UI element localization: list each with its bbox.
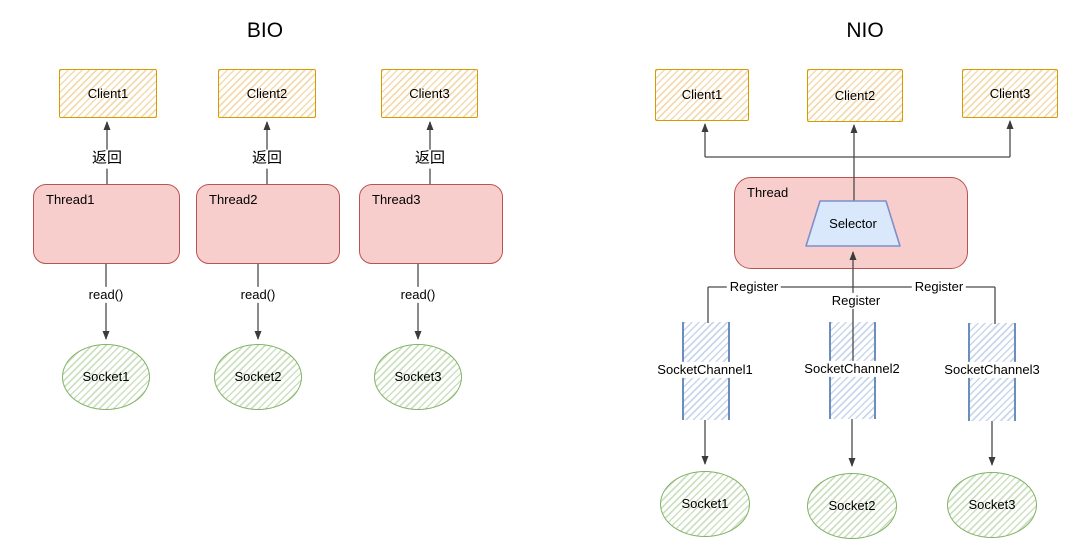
bio-thread-label-1: Thread1	[46, 192, 95, 207]
bio-thread-label-3: Thread3	[372, 192, 421, 207]
bio-client-label-2: Client2	[246, 85, 288, 101]
nio-client-label-2: Client2	[834, 87, 876, 103]
bio-read-label-3: read()	[397, 286, 439, 304]
nio-socket-label-1: Socket1	[681, 496, 729, 512]
bio-socket-ellipse-1: Socket1	[62, 344, 150, 410]
nio-socket-ellipse-3: Socket3	[947, 472, 1037, 538]
bio-return-label-3: 返回	[411, 149, 449, 169]
bio-title: BIO	[246, 19, 284, 42]
bio-socket-label-3: Socket3	[394, 369, 442, 385]
nio-socketchannel-label-3: SocketChannel3	[941, 361, 1043, 379]
nio-register-label-2: Register	[828, 292, 884, 310]
nio-socket-label-3: Socket3	[968, 497, 1016, 513]
bio-client-box-2: Client2	[218, 69, 316, 118]
bio-thread-label-2: Thread2	[209, 192, 258, 207]
bio-client-box-3: Client3	[381, 69, 478, 118]
bio-return-label-2: 返回	[248, 149, 286, 169]
nio-socket-ellipse-2: Socket2	[807, 473, 897, 539]
nio-register-label-1: Register	[726, 278, 782, 296]
bio-return-label-1: 返回	[88, 149, 126, 169]
bio-thread-box-3: Thread3	[359, 184, 503, 264]
bio-thread-box-2: Thread2	[196, 184, 340, 264]
nio-client-box-3: Client3	[962, 69, 1058, 118]
nio-client-label-3: Client3	[989, 85, 1031, 101]
nio-socketchannel-label-1: SocketChannel1	[654, 361, 756, 379]
bio-client-box-1: Client1	[59, 69, 157, 118]
nio-register-label-3: Register	[911, 278, 967, 296]
nio-socket-label-2: Socket2	[828, 498, 876, 514]
nio-socket-ellipse-1: Socket1	[660, 471, 750, 537]
bio-socket-ellipse-3: Socket3	[374, 344, 462, 410]
nio-thread-label: Thread	[747, 185, 789, 200]
nio-selector-label: Selector	[829, 215, 877, 231]
nio-title: NIO	[846, 19, 884, 42]
bio-read-label-1: read()	[85, 286, 127, 304]
bio-read-label-2: read()	[237, 286, 279, 304]
nio-client-box-1: Client1	[655, 69, 749, 121]
bio-thread-box-1: Thread1	[33, 184, 180, 264]
nio-client-box-2: Client2	[807, 69, 903, 122]
bio-client-label-3: Client3	[409, 85, 450, 101]
nio-socketchannel-label-2: SocketChannel2	[801, 360, 903, 378]
bio-socket-label-2: Socket2	[234, 369, 282, 385]
bio-client-label-1: Client1	[87, 85, 129, 101]
bio-socket-ellipse-2: Socket2	[214, 344, 302, 410]
nio-client-label-1: Client1	[681, 87, 723, 103]
bio-socket-label-1: Socket1	[82, 369, 130, 385]
